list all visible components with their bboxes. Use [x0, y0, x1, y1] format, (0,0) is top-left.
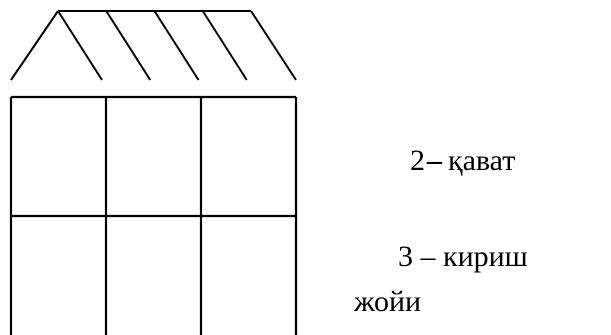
floor-word: қават	[448, 144, 516, 177]
roof-stripe	[153, 10, 200, 81]
house-body	[9, 95, 298, 335]
entrance-label-line-1: 3 – кириш	[398, 240, 528, 273]
roof-right-edge	[250, 10, 297, 81]
entrance-label-line-2: жойи	[354, 285, 422, 318]
roof-stripe	[57, 10, 103, 81]
roof-left-edge	[10, 10, 59, 81]
roof	[10, 10, 297, 81]
floor-dash: –	[427, 144, 442, 177]
roof-stripe	[201, 10, 248, 81]
roof-stripe	[105, 10, 152, 81]
floor-number: 2	[410, 144, 425, 177]
floor-label: 2–қават	[410, 146, 515, 176]
